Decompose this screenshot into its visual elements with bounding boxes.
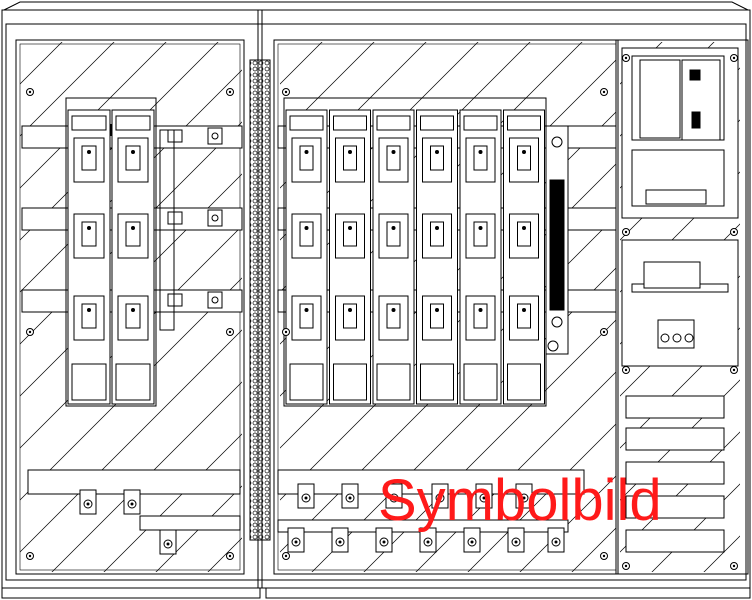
symbolbild-watermark: Symbolbild: [378, 468, 662, 533]
left-compartment: [15, 39, 245, 575]
disconnect-bar: [545, 125, 569, 355]
fuse-switch-group-middle: [283, 97, 547, 407]
breaker-panel: [621, 239, 739, 367]
right-compartment: [615, 39, 749, 575]
middle-compartment: [273, 39, 619, 575]
blank-plates: [625, 395, 725, 553]
mesh-divider: [249, 59, 271, 541]
fuse-switch-group-left: [65, 97, 157, 407]
meter-panel: [621, 47, 739, 219]
